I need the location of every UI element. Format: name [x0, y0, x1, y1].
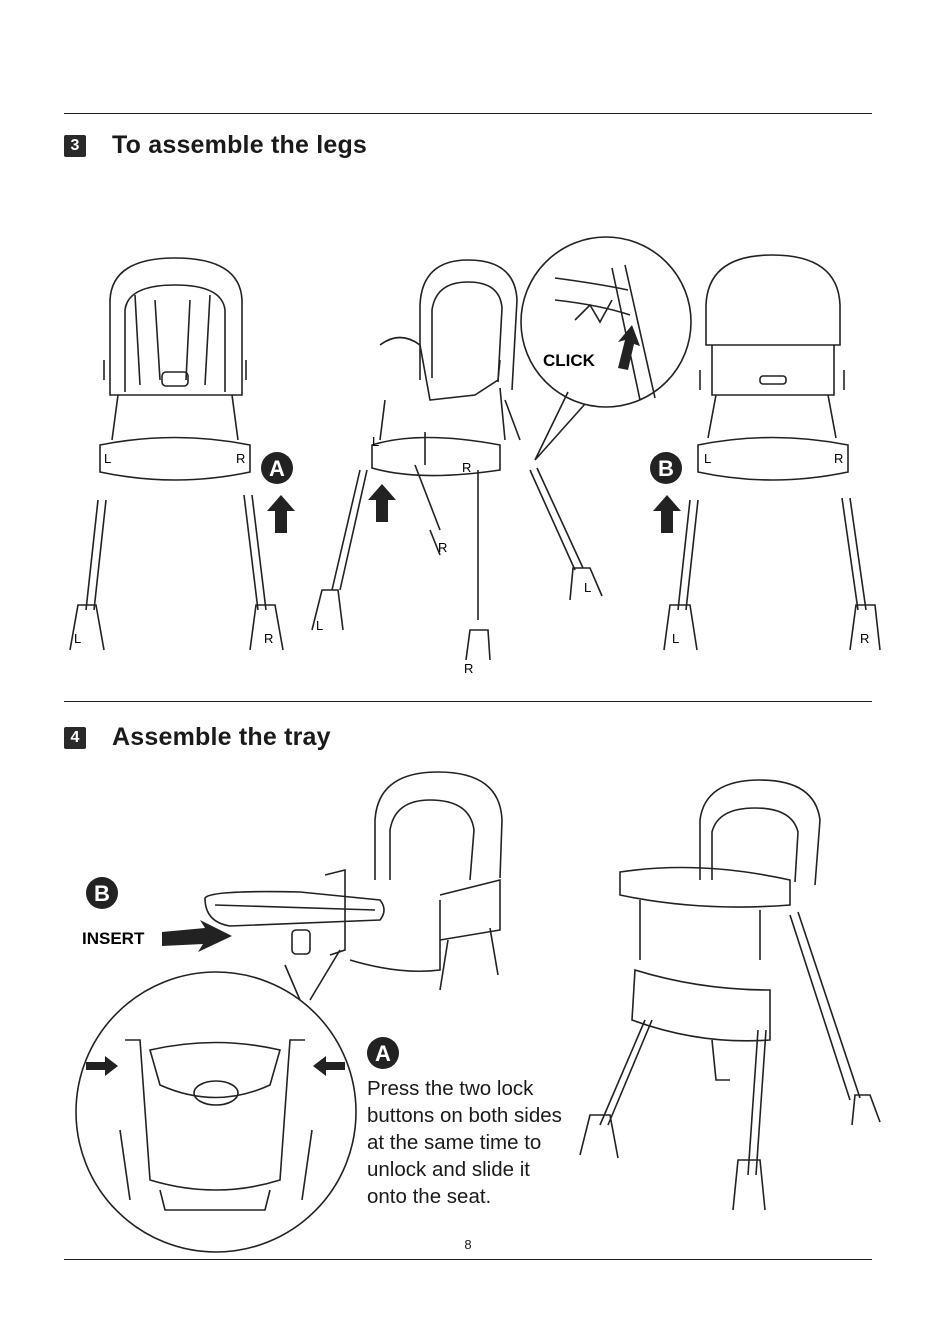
label-left-foot: L: [316, 618, 323, 633]
label-left-leg: L: [74, 631, 81, 646]
tray-instruction-text: Press the two lock buttons on both sides…: [367, 1075, 597, 1210]
click-detail-callout: [521, 237, 691, 460]
instruction-line: at the same time to: [367, 1129, 597, 1156]
chair-back-illustration: [664, 255, 880, 650]
marker-b-letter: B: [658, 456, 674, 481]
arrow-up-icon: [368, 484, 396, 522]
label-right-angled: R: [462, 460, 471, 475]
label-right-back-leg: R: [860, 631, 869, 646]
instruction-line: Press the two lock: [367, 1075, 597, 1102]
label-right-back: R: [834, 451, 843, 466]
label-left-rear-foot: L: [584, 580, 591, 595]
label-left-angled: L: [372, 434, 379, 449]
label-right-front: R: [236, 451, 245, 466]
tray-insert-illustration: [205, 772, 502, 990]
instruction-line: unlock and slide it: [367, 1156, 597, 1183]
label-left-back: L: [704, 451, 711, 466]
instruction-line: buttons on both sides: [367, 1102, 597, 1129]
assembled-chair-illustration: [580, 780, 880, 1210]
label-right-leg: R: [264, 631, 273, 646]
arrow-up-icon: [653, 495, 681, 533]
chair-front-illustration: [70, 258, 283, 650]
marker-a-letter: A: [269, 456, 285, 481]
insert-arrow-icon: [162, 920, 232, 952]
click-label: CLICK: [543, 351, 596, 370]
label-left-front: L: [104, 451, 111, 466]
instruction-line: onto the seat.: [367, 1183, 597, 1210]
arrow-up-icon: [267, 495, 295, 533]
page-number: 8: [0, 1237, 936, 1252]
label-right-foot: R: [464, 661, 473, 676]
label-left-back-leg: L: [672, 631, 679, 646]
label-right-rear-leg: R: [438, 540, 447, 555]
tray-lock-detail-callout: [76, 950, 356, 1252]
marker-b-tray-letter: B: [94, 881, 110, 906]
insert-label: INSERT: [82, 929, 145, 948]
marker-a-instruction-letter: A: [375, 1041, 391, 1066]
